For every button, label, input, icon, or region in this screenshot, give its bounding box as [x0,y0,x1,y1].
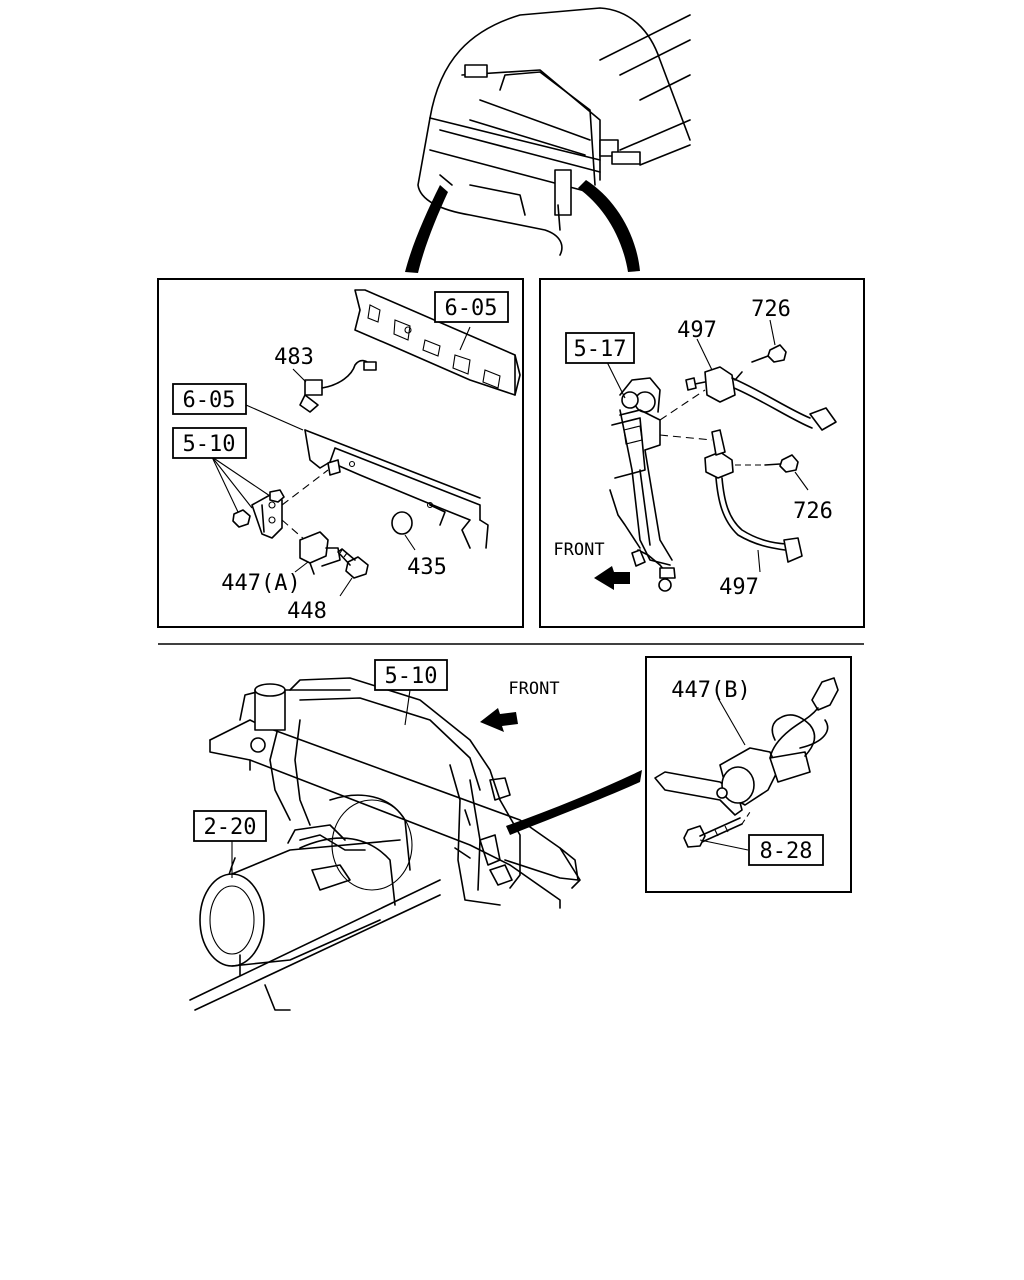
detail-447b-panel [645,656,852,893]
leaders-bottom [231,689,411,878]
ref-517-label: 5-17 [574,337,627,362]
lever-assembly [609,377,676,592]
crossmember-lower [304,429,489,549]
pointer-arrow-bottom [506,770,642,835]
part-447b-label: 447(B) [671,678,750,703]
ref-box-605-upper[interactable]: 6-05 [434,291,509,323]
leaders-left [211,326,471,597]
switch-497-lower [704,429,803,563]
ref-box-517[interactable]: 5-17 [565,332,635,364]
plug-435 [391,511,413,535]
chassis-illustration [209,677,581,909]
ref-510-left-label: 5-10 [183,432,236,457]
cab-illustration [417,7,691,256]
screws-726 [751,344,799,473]
ref-220-label: 2-20 [204,815,257,840]
ref-box-510-bottom[interactable]: 5-10 [374,659,448,691]
ref-828-label: 8-28 [760,839,813,864]
ref-510-bottom-label: 5-10 [385,664,438,689]
bolt-828 [683,811,751,848]
ref-605-upper-label: 6-05 [445,296,498,321]
part-497-top-label: 497 [677,318,717,343]
sensor-447b [654,677,839,816]
part-448-label: 448 [287,599,327,624]
ref-605-lower-label: 6-05 [183,388,236,413]
front-label-right-panel: FRONT [553,540,604,560]
part-497-bottom-label: 497 [719,575,759,600]
front-arrow-bottom [480,708,518,732]
part-726-top-label: 726 [751,297,791,322]
bolt-448 [337,548,369,579]
ref-box-605-lower[interactable]: 6-05 [172,383,247,415]
pointer-arrows-top [405,180,640,273]
right-detail-panel [539,278,865,628]
ref-box-510-left[interactable]: 5-10 [172,427,247,459]
leaders-447b [699,697,749,851]
switch-497-upper [685,366,837,431]
ref-box-828[interactable]: 8-28 [748,834,824,866]
left-detail-panel [157,278,524,628]
sensor-447a [299,531,341,575]
transmission-illustration [189,794,441,1011]
dashed-connections-right [659,389,768,466]
part-726-mid-label: 726 [793,499,833,524]
part-483-label: 483 [274,345,314,370]
bracket-and-nuts [232,459,341,541]
part-447a-label: 447(A) [221,571,300,596]
sensor-483 [299,359,377,413]
front-label-bottom: FRONT [508,679,559,699]
part-435-label: 435 [407,555,447,580]
front-arrow-right-panel [594,566,630,590]
ref-box-220[interactable]: 2-20 [193,810,267,842]
